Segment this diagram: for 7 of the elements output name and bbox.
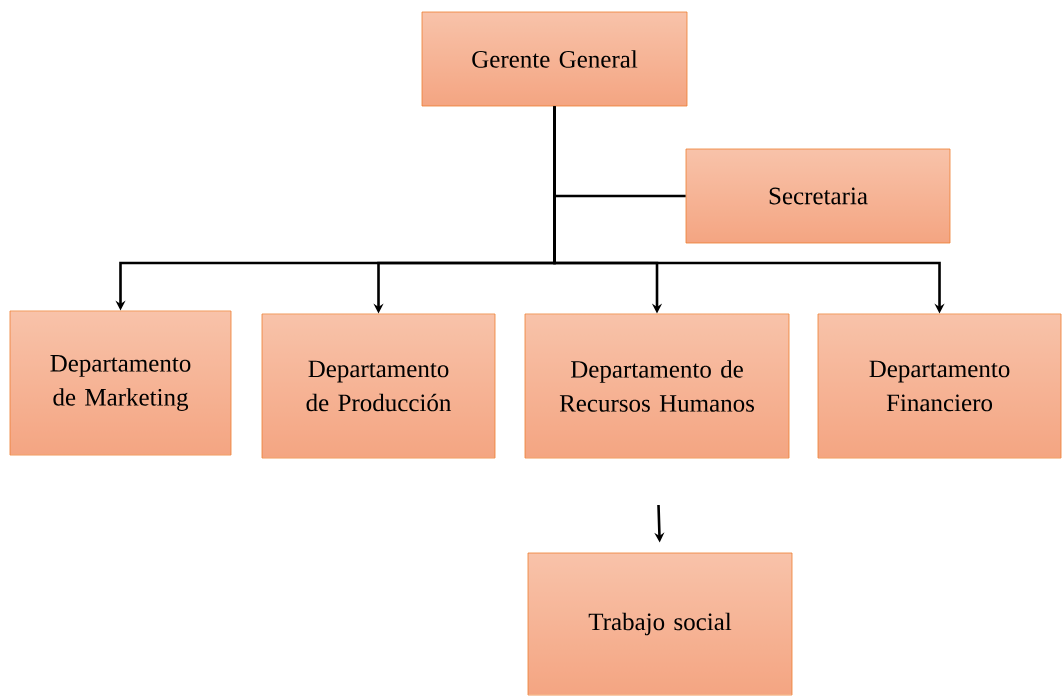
org-box: Gerente General [421, 11, 688, 107]
org-box: Departamento Financiero [817, 313, 1062, 459]
org-box: Departamento de Marketing [9, 310, 232, 456]
org-box: Departamento de Recursos Humanos [524, 313, 790, 459]
org-box: Trabajo social [527, 552, 793, 696]
org-box: Departamento de Producción [261, 313, 496, 459]
org-box: Secretaria [685, 148, 951, 244]
